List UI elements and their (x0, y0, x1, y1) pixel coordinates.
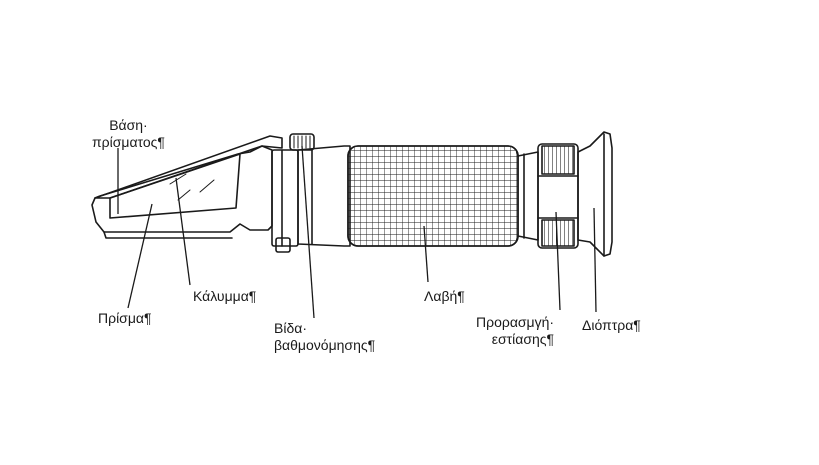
label-cover: Κάλυμμα¶ (193, 288, 257, 304)
main-tube (297, 145, 351, 247)
leader-prism (127, 203, 153, 309)
label-calibration-screw-line1: Βίδα· (274, 320, 307, 336)
label-focus-ring: Προρασμγή· εστίασης¶ (476, 314, 554, 348)
label-prism-base: Βάση· πρίσματος¶ (92, 117, 165, 151)
label-prism: Πρίσμα¶ (98, 310, 152, 326)
leader-cover (175, 177, 191, 286)
collar (271, 149, 299, 253)
label-calibration-screw: Βίδα· βαθμονόμησης¶ (274, 320, 375, 354)
leader-calibration-screw (301, 145, 315, 319)
label-prism-base-line1: Βάση· (109, 117, 148, 133)
label-prism-base-line2: πρίσματος¶ (92, 134, 165, 150)
label-focus-ring-line2: εστίασης¶ (491, 331, 555, 347)
leader-lines (117, 145, 597, 319)
rear-tube (517, 151, 539, 241)
grip (347, 145, 519, 247)
label-focus-ring-line1: Προρασμγή· (476, 314, 555, 330)
leader-eyepiece (593, 207, 597, 313)
leader-grip (423, 225, 429, 283)
eyepiece-cup (577, 131, 613, 257)
focus-ring (537, 143, 579, 249)
cover-plate (94, 135, 283, 219)
label-calibration-screw-line2: βαθμονόμησης¶ (274, 337, 376, 353)
label-grip: Λαβή¶ (424, 288, 465, 304)
label-eyepiece: Διόπτρα¶ (582, 317, 641, 333)
leader-focus-ring (555, 211, 561, 311)
